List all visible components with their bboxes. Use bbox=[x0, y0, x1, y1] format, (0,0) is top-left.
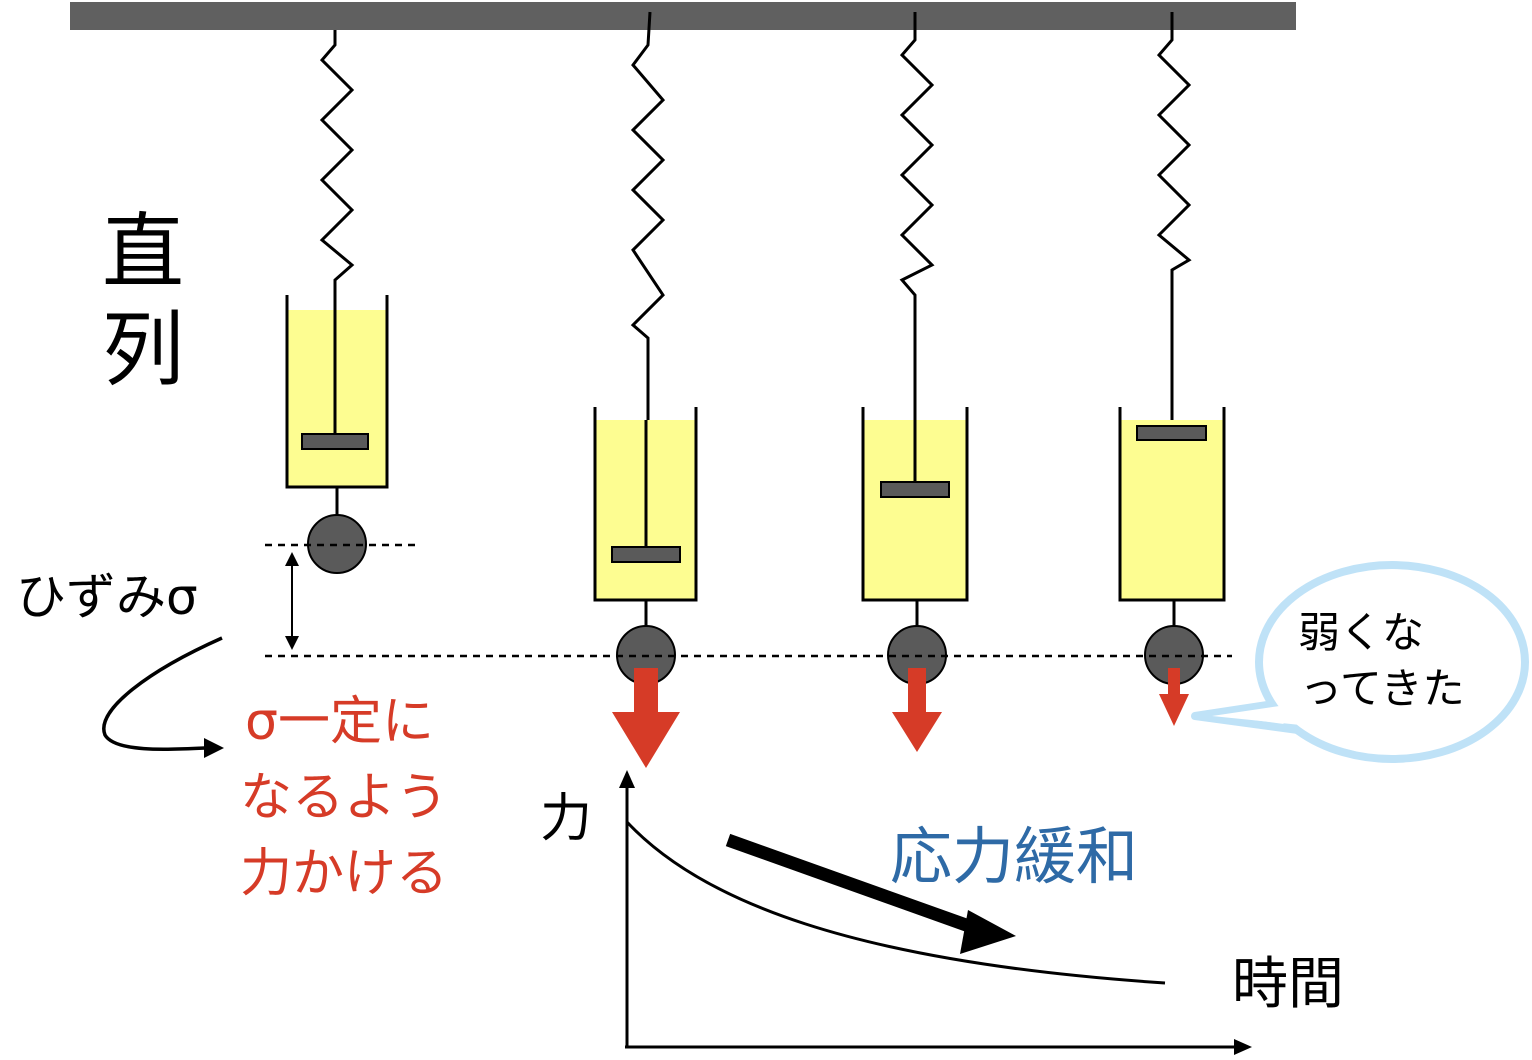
strain-arrow bbox=[285, 552, 299, 650]
maxwell-element-initial bbox=[285, 30, 389, 574]
relaxation-curve bbox=[625, 820, 1166, 985]
relaxation-label: 応力緩和 bbox=[890, 820, 1139, 893]
dashpot-cylinder bbox=[1118, 407, 1226, 602]
bubble-text-line2: ってきた bbox=[1300, 664, 1465, 713]
time-axis-label: 時間 bbox=[1232, 952, 1344, 1017]
maxwell-element-t3 bbox=[1118, 12, 1226, 726]
speech-bubble bbox=[1191, 561, 1529, 763]
relaxation-trend-arrow bbox=[725, 833, 983, 937]
strain-label: ひずみσ bbox=[16, 568, 198, 626]
dashpot-cylinder bbox=[861, 407, 969, 602]
ceiling-bar bbox=[70, 2, 1296, 30]
spring bbox=[319, 30, 355, 310]
spring bbox=[1156, 12, 1192, 420]
series-title-line2: 列 bbox=[102, 303, 185, 398]
instruction-line2: なるよう bbox=[240, 768, 449, 828]
maxwell-element-t2 bbox=[861, 12, 969, 752]
force-time-graph bbox=[619, 770, 1252, 1055]
force-arrow-medium bbox=[892, 668, 942, 752]
dashpot-fluid bbox=[287, 310, 387, 487]
piston bbox=[301, 433, 369, 450]
piston bbox=[611, 546, 681, 563]
piston bbox=[880, 481, 950, 498]
spring bbox=[630, 11, 666, 420]
force-arrow-large bbox=[612, 668, 680, 768]
instruction-line1: σ一定に bbox=[245, 692, 434, 752]
dashpot-fluid bbox=[1120, 420, 1224, 600]
maxwell-element-t1 bbox=[593, 11, 698, 768]
force-arrow-small bbox=[1159, 668, 1189, 726]
instruction-line3: 力かける bbox=[240, 844, 449, 904]
force-axis-label: 力 bbox=[540, 789, 593, 849]
curved-pointer-arrow bbox=[102, 636, 224, 758]
series-title-line1: 直 bbox=[102, 205, 185, 300]
piston bbox=[1136, 425, 1207, 441]
spring bbox=[899, 12, 935, 420]
bubble-text-line1: 弱くな bbox=[1298, 608, 1425, 657]
